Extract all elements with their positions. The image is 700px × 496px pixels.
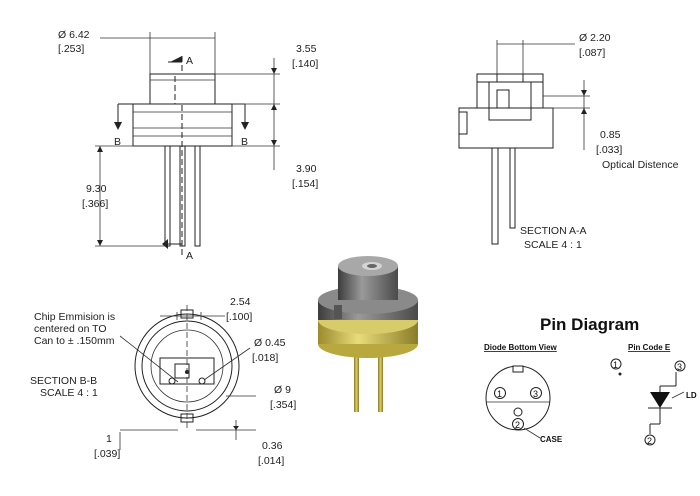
section-aa-scale: SCALE 4 : 1 bbox=[524, 239, 582, 251]
mark-b-right: B bbox=[241, 136, 248, 148]
mark-a-bottom: A bbox=[186, 250, 193, 262]
laser-diode-3d bbox=[318, 256, 418, 412]
dim-087: [.087] bbox=[579, 47, 605, 59]
pin3-label: 3 bbox=[533, 389, 538, 399]
dim-1: 1 bbox=[106, 433, 112, 445]
optical-distance: Optical Distence bbox=[602, 159, 679, 171]
dim-036: 0.36 bbox=[262, 440, 283, 452]
dim-355: 3.55 bbox=[296, 43, 317, 55]
dim-930: 9.30 bbox=[86, 183, 107, 195]
dim-039: [.039] bbox=[94, 448, 120, 460]
mark-a-top: A bbox=[186, 55, 193, 67]
pin2-label: 2 bbox=[515, 420, 520, 430]
pin2-circle bbox=[512, 418, 524, 430]
schem-pin3-label: 3 bbox=[677, 362, 682, 372]
dim-140: [.140] bbox=[292, 58, 318, 70]
dim-220: Ø 2.20 bbox=[579, 32, 611, 44]
dim-018: [.018] bbox=[252, 352, 278, 364]
dim-154: [.154] bbox=[292, 178, 318, 190]
pin1-circle bbox=[494, 387, 506, 399]
dim-9: Ø 9 bbox=[274, 384, 291, 396]
mark-b-left: B bbox=[114, 136, 121, 148]
dim-100: [.100] bbox=[226, 311, 252, 323]
case-label: CASE bbox=[540, 435, 563, 444]
note-line-3: Can to ± .150mm bbox=[34, 335, 115, 347]
dim-642: Ø 6.42 bbox=[58, 29, 90, 41]
note-line-1: Chip Emmision is bbox=[34, 311, 115, 323]
schem-pin1-label: 1 bbox=[613, 360, 618, 370]
dim-014: [.014] bbox=[258, 455, 284, 467]
dim-366: [.366] bbox=[82, 198, 108, 210]
section-bb-title: SECTION B-B bbox=[30, 375, 97, 387]
schem-pin2-label: 2 bbox=[647, 436, 652, 446]
ld-label: LD bbox=[686, 391, 697, 400]
note-line-2: centered on TO bbox=[34, 323, 107, 335]
dim-254: 2.54 bbox=[230, 296, 251, 308]
section-aa: Ø 2.20 [.087] 0.85 [.033] Optical Disten… bbox=[458, 32, 679, 251]
pin3-circle bbox=[530, 387, 542, 399]
bottom-view-label: Diode Bottom View bbox=[484, 343, 558, 352]
section-bb: Chip Emmision is centered on TO Can to ±… bbox=[30, 296, 296, 467]
dim-085: 0.85 bbox=[600, 129, 621, 141]
pin-diagram-title: Pin Diagram bbox=[540, 315, 639, 334]
laser-diode-symbol bbox=[650, 392, 670, 408]
dim-045: Ø 0.45 bbox=[254, 337, 286, 349]
section-bb-scale: SCALE 4 : 1 bbox=[40, 387, 98, 399]
pin1-label: 1 bbox=[497, 389, 502, 399]
section-aa-title: SECTION A-A bbox=[520, 225, 587, 237]
dim-033: [.033] bbox=[596, 144, 622, 156]
side-view: Ø 6.42 [.253] A A B B bbox=[58, 29, 318, 262]
dim-354: [.354] bbox=[270, 399, 296, 411]
dim-390: 3.90 bbox=[296, 163, 317, 175]
dim-253: [.253] bbox=[58, 43, 84, 55]
pin-diagram: Pin Diagram Diode Bottom View Pin Code E… bbox=[484, 315, 697, 446]
pin-code-label: Pin Code E bbox=[628, 343, 671, 352]
